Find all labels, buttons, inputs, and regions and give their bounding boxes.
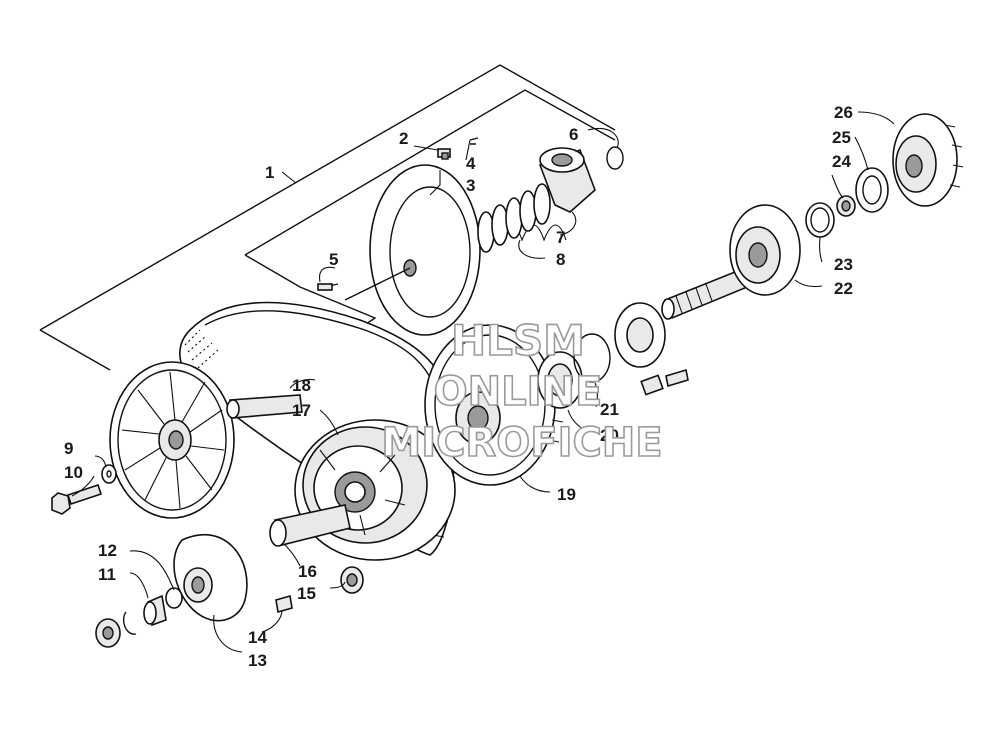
driven-shaft xyxy=(269,504,351,547)
callout-19: 19 xyxy=(557,485,576,504)
callout-2: 2 xyxy=(399,129,408,148)
clutch-shaft xyxy=(226,394,303,419)
pin xyxy=(317,283,339,291)
seal-ring xyxy=(805,202,835,238)
callout-14: 14 xyxy=(248,628,267,647)
callout-22: 22 xyxy=(834,279,853,298)
callout-15: 15 xyxy=(297,584,316,603)
bearing-assembly xyxy=(537,302,666,409)
watermark-line-3: MICROFICHE xyxy=(381,420,662,466)
cam xyxy=(538,147,596,213)
circlip xyxy=(122,611,137,635)
callout-21: 21 xyxy=(600,400,619,419)
callout-6: 6 xyxy=(569,125,578,144)
callout-13: 13 xyxy=(248,651,267,670)
washer xyxy=(101,464,117,484)
callout-25: 25 xyxy=(832,128,851,147)
callout-10: 10 xyxy=(64,463,83,482)
output-shaft xyxy=(661,266,754,320)
one-way-clutch xyxy=(892,113,964,207)
bolt xyxy=(51,483,103,515)
nut xyxy=(95,618,121,648)
callout-8: 8 xyxy=(556,250,565,269)
watermark-line-2: ONLINE xyxy=(434,369,603,415)
spider xyxy=(173,533,248,622)
bolt-washer xyxy=(640,368,689,396)
callout-11: 11 xyxy=(98,565,116,584)
callout-4: 4 xyxy=(466,154,476,173)
callout-9: 9 xyxy=(64,439,73,458)
callout-16: 16 xyxy=(298,562,317,581)
spacer xyxy=(143,587,183,627)
callout-20: 20 xyxy=(600,426,619,445)
clip xyxy=(275,594,293,614)
callout-1: 1 xyxy=(265,163,274,182)
bushing xyxy=(836,195,856,217)
snap-ring xyxy=(606,146,624,170)
callout-23: 23 xyxy=(834,255,853,274)
callout-3: 3 xyxy=(466,176,475,195)
housing xyxy=(729,204,801,296)
callout-12: 12 xyxy=(98,541,117,560)
callout-labels: 1 2 3 4 5 6 7 8 9 10 11 12 13 14 15 16 1… xyxy=(64,103,853,670)
leader-lines xyxy=(71,111,895,653)
callout-26: 26 xyxy=(834,103,853,122)
drive-clutch-sheave xyxy=(109,361,235,519)
callout-17: 17 xyxy=(292,401,311,420)
nut-15 xyxy=(340,566,364,594)
callout-18: 18 xyxy=(292,376,311,395)
callout-7: 7 xyxy=(556,228,565,247)
watermark: HLSM ONLINE MICROFICHE xyxy=(381,315,664,467)
needle-bearing xyxy=(855,167,889,213)
slider-button xyxy=(437,137,479,160)
fixed-sheave xyxy=(344,164,481,336)
spring xyxy=(477,183,567,253)
callout-5: 5 xyxy=(329,250,338,269)
assembly-bracket-1 xyxy=(39,64,616,371)
callout-24: 24 xyxy=(832,152,851,171)
watermark-line-1: HLSM xyxy=(451,316,585,365)
